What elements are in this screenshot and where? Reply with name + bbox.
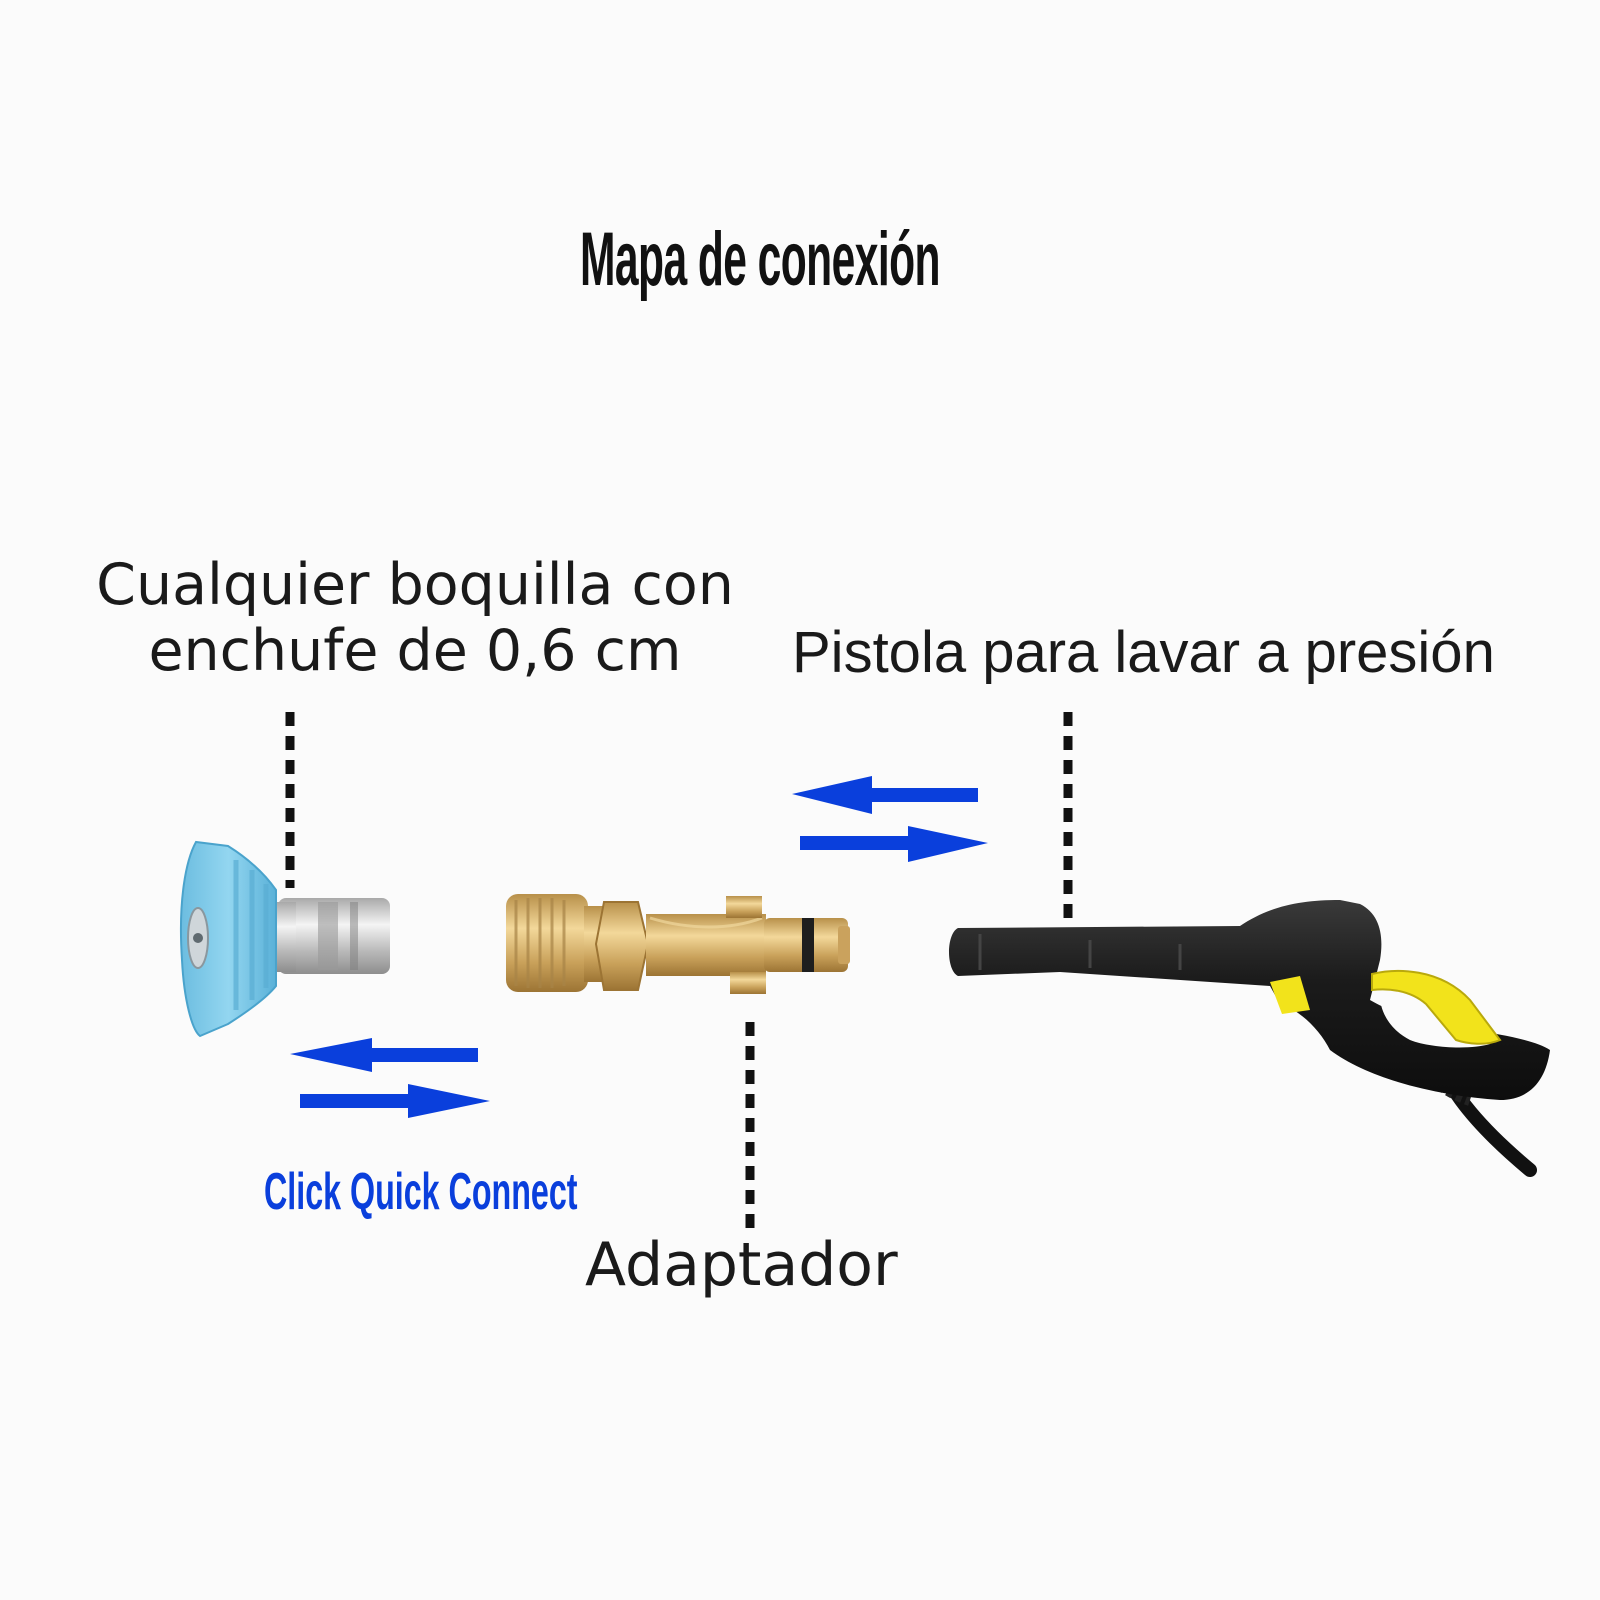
pressure-washer-gun-icon — [949, 900, 1550, 1177]
nozzle-label-line-1: Cualquier boquilla con — [96, 552, 734, 618]
arrow-left-upper — [792, 776, 978, 814]
gun-label: Pistola para lavar a presión — [792, 620, 1495, 685]
diagram-title: Mapa de conexión — [580, 217, 941, 302]
click-quick-connect-label: Click Quick Connect — [264, 1163, 578, 1221]
arrow-left-lower — [290, 1038, 478, 1072]
adapter-label: Adaptador — [585, 1230, 898, 1300]
quick-connect-nozzle-icon — [179, 840, 390, 1038]
nozzle-label-line-2: enchufe de 0,6 cm — [148, 618, 682, 684]
brass-adapter-icon — [506, 894, 850, 994]
nozzle-label: Cualquier boquilla con enchufe de 0,6 cm — [90, 552, 740, 684]
arrow-right-lower — [300, 1084, 490, 1118]
arrow-right-upper — [800, 826, 988, 862]
